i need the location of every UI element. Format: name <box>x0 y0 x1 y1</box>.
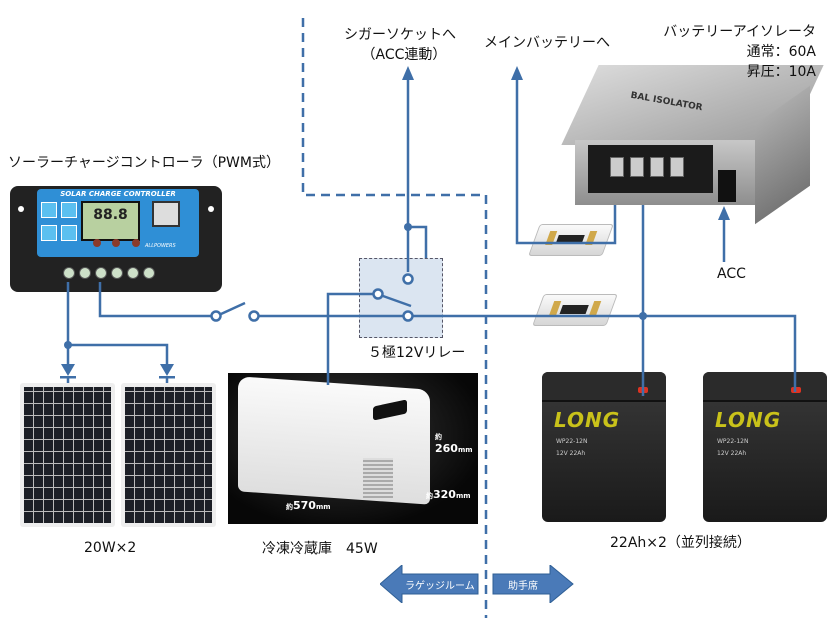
fuse-nut <box>589 301 602 315</box>
battery-model: WP22-12N <box>556 438 588 445</box>
dim-prefix: 約 <box>435 433 442 441</box>
controller-brand: ALLPOWERS <box>145 243 176 249</box>
solar-panel <box>121 383 216 527</box>
fridge-width: 約570mm <box>286 499 331 512</box>
fridge-label: 冷凍冷蔵庫 45W <box>262 541 378 557</box>
diode-icon <box>160 364 174 376</box>
solar-cells <box>24 387 111 523</box>
fuse-holder <box>532 294 618 326</box>
fuse <box>559 305 589 314</box>
arrow-up-icon <box>402 66 414 80</box>
batteries-label: 22Ah×2（並列接続） <box>610 535 751 551</box>
battery-spec: 12V 22Ah <box>556 450 586 457</box>
battery-model: WP22-12N <box>717 438 749 445</box>
relay-label: ５極12Vリレー <box>368 345 466 361</box>
fridge-depth: 約320mm <box>426 488 471 501</box>
terminal <box>143 267 155 279</box>
dim-prefix: 約 <box>286 503 293 511</box>
battery-isolator: BAL ISOLATOR <box>560 65 824 237</box>
fuse <box>555 235 585 244</box>
terminal <box>127 267 139 279</box>
dim-unit: mm <box>455 492 471 500</box>
mount-hole <box>18 206 24 212</box>
fridge-image: 約260mm 約320mm 約570mm <box>228 373 478 524</box>
terminal-screw <box>650 157 664 177</box>
fuse-holder <box>528 224 614 256</box>
dim-value: 570 <box>293 499 316 512</box>
relay-box <box>359 258 443 338</box>
controller-face: SOLAR CHARGE CONTROLLER 88.8 ALLPOWERS <box>37 189 199 257</box>
terminal <box>95 267 107 279</box>
terminal-screw <box>610 157 624 177</box>
lock-icon <box>61 225 77 241</box>
fridge-vent <box>363 458 393 498</box>
solar-wire <box>66 282 169 372</box>
battery-spec: 12V 22Ah <box>717 450 747 457</box>
dim-unit: mm <box>457 446 473 454</box>
isolator-label-title: バッテリーアイソレータ <box>663 24 816 40</box>
dim-value: 260 <box>435 442 458 455</box>
main-battery-label: メインバッテリーへ <box>484 35 610 51</box>
junction-dot <box>639 312 647 320</box>
usb-port-icon <box>152 201 180 227</box>
controller-button <box>112 239 120 247</box>
fridge-body <box>238 376 430 505</box>
cigar-label-line1: シガーソケットへ <box>344 27 456 43</box>
switch-blade <box>220 301 246 316</box>
isolator-label-boost: 昇圧：10A <box>746 64 816 80</box>
relay-coil-wire <box>408 225 428 258</box>
gear-icon <box>61 202 77 218</box>
battery-terminal <box>791 387 801 393</box>
dim-value: 320 <box>433 488 456 501</box>
solar-panel <box>20 383 115 527</box>
cigar-label-line2: （ACC連動） <box>361 47 447 63</box>
fuse-nut <box>585 231 598 245</box>
dim-unit: mm <box>315 503 331 511</box>
terminal <box>79 267 91 279</box>
controller-lcd: 88.8 <box>81 201 140 241</box>
battery-brand: LONG <box>554 408 621 432</box>
switch-terminal <box>210 310 222 322</box>
controller-title: SOLAR CHARGE CONTROLLER <box>60 190 176 198</box>
battery: LONG WP22-12N 12V 22Ah <box>542 372 666 522</box>
battery: LONG WP22-12N 12V 22Ah <box>703 372 827 522</box>
cigar-label: シガーソケットへ （ACC連動） <box>344 24 456 64</box>
controller-label: ソーラーチャージコントローラ（PWM式） <box>8 155 280 171</box>
controller-button <box>93 239 101 247</box>
dim-prefix: 約 <box>426 492 433 500</box>
clock-icon <box>41 225 57 241</box>
right-arrow-icon <box>492 563 574 605</box>
terminal-screw <box>630 157 644 177</box>
diode-bar <box>60 376 76 379</box>
mount-hole <box>208 206 214 212</box>
solar-charge-controller: SOLAR CHARGE CONTROLLER 88.8 ALLPOWERS <box>10 186 222 292</box>
mcu-icon <box>41 202 57 218</box>
isolator-label-normal: 通常：60A <box>746 44 816 60</box>
diode-icon <box>61 364 75 376</box>
terminal-screw <box>670 157 684 177</box>
battery-terminal <box>638 387 648 393</box>
junction-dot <box>64 341 72 349</box>
panel-leads <box>66 376 169 383</box>
passenger-arrow: 助手席 <box>492 563 574 605</box>
fridge-height: 約260mm <box>435 429 478 455</box>
acc-label: ACC <box>717 266 746 282</box>
terminal <box>63 267 75 279</box>
panels-label: 20W×2 <box>84 540 137 556</box>
controller-button <box>132 239 140 247</box>
power-switch <box>718 170 736 202</box>
passenger-label: 助手席 <box>508 581 538 592</box>
battery-brand: LONG <box>715 408 782 432</box>
solar-cells <box>125 387 212 523</box>
diode-bar <box>159 376 175 379</box>
switch-terminal <box>248 310 260 322</box>
battery-lid <box>703 372 827 402</box>
luggage-arrow: ラゲッジルーム <box>379 563 480 605</box>
junction-dot <box>404 223 412 231</box>
isolator-label: バッテリーアイソレータ 通常：60A 昇圧：10A <box>663 22 816 82</box>
arrow-up-icon <box>511 66 523 80</box>
luggage-label: ラゲッジルーム <box>405 581 475 592</box>
terminal <box>111 267 123 279</box>
